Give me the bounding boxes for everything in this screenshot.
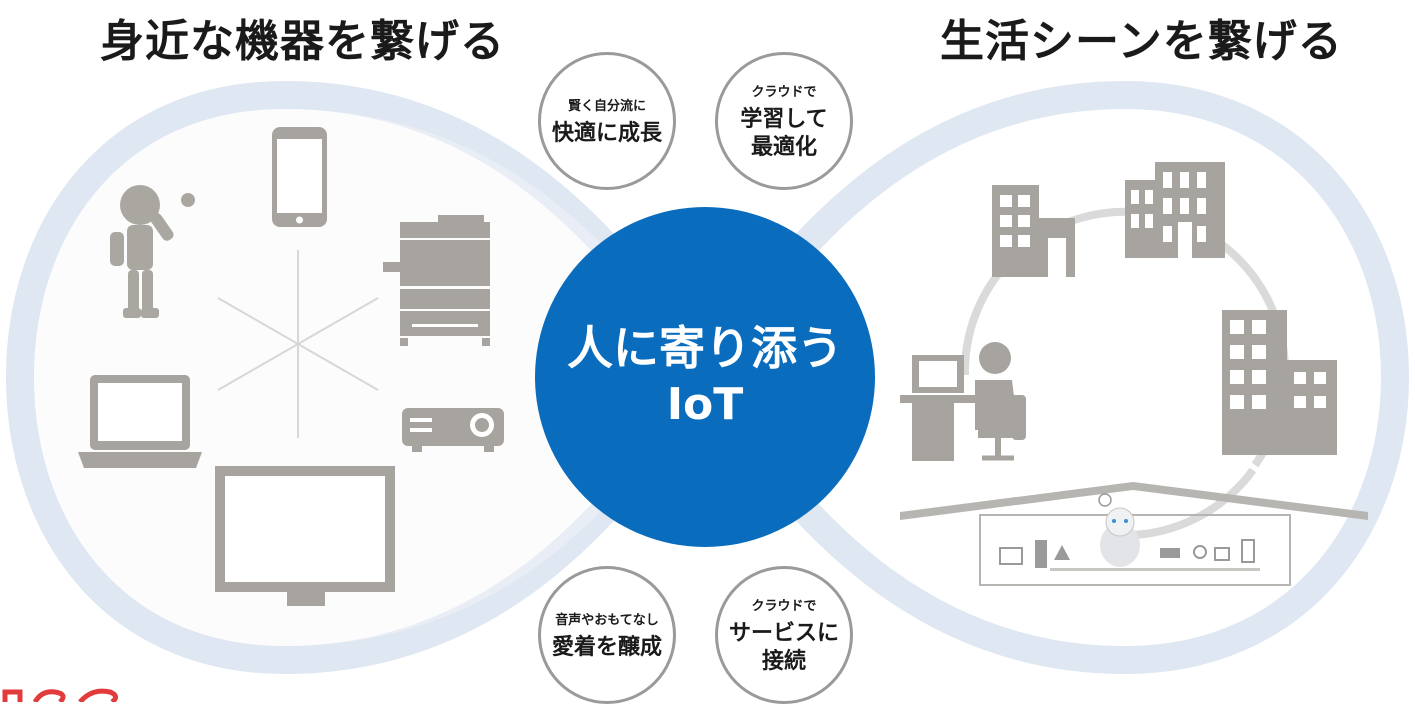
- bubble-foster-attachment: 音声やおもてなし 愛着を醸成: [538, 566, 676, 704]
- bubble-title: 快適に成長: [551, 120, 662, 146]
- bubble-grow-comfortably: 賢く自分流に 快適に成長: [538, 52, 676, 190]
- bubble-caption: 音声やおもてなし: [555, 612, 659, 628]
- tall-building-icon: [1125, 162, 1225, 258]
- bubble-connect-services: クラウドで サービスに 接続: [715, 566, 853, 704]
- connection-star: [217, 250, 379, 438]
- logo-fragment: [2, 688, 118, 702]
- center-iot-circle: 人に寄り添う IoT: [535, 207, 875, 547]
- bubble-title: サービスに 接続: [728, 621, 839, 674]
- bubble-caption: クラウドで: [751, 85, 817, 100]
- monitor-icon: [215, 466, 395, 606]
- bubble-learn-optimize: クラウドで 学習して 最適化: [715, 52, 853, 190]
- bubble-caption: クラウドで: [751, 599, 817, 614]
- bubble-caption: 賢く自分流に: [567, 98, 646, 114]
- center-title: 人に寄り添う: [567, 320, 843, 375]
- robot-icon: [110, 185, 195, 318]
- bubble-title: 愛着を醸成: [551, 634, 662, 660]
- projector-icon: [402, 408, 504, 452]
- desk-worker-icon: [900, 342, 1026, 461]
- bubble-title: 学習して 最適化: [740, 107, 828, 160]
- heading-right: 生活シーンを繋げる: [940, 16, 1343, 67]
- apartment-building-icon: [1222, 310, 1337, 455]
- office-building-icon: [992, 185, 1075, 277]
- house-appliances-icon: [900, 482, 1368, 586]
- smartphone-icon: [272, 127, 327, 227]
- laptop-icon: [78, 375, 202, 468]
- copier-icon: [383, 215, 490, 346]
- heading-left: 身近な機器を繋げる: [100, 16, 505, 67]
- center-subtitle: IoT: [666, 379, 744, 430]
